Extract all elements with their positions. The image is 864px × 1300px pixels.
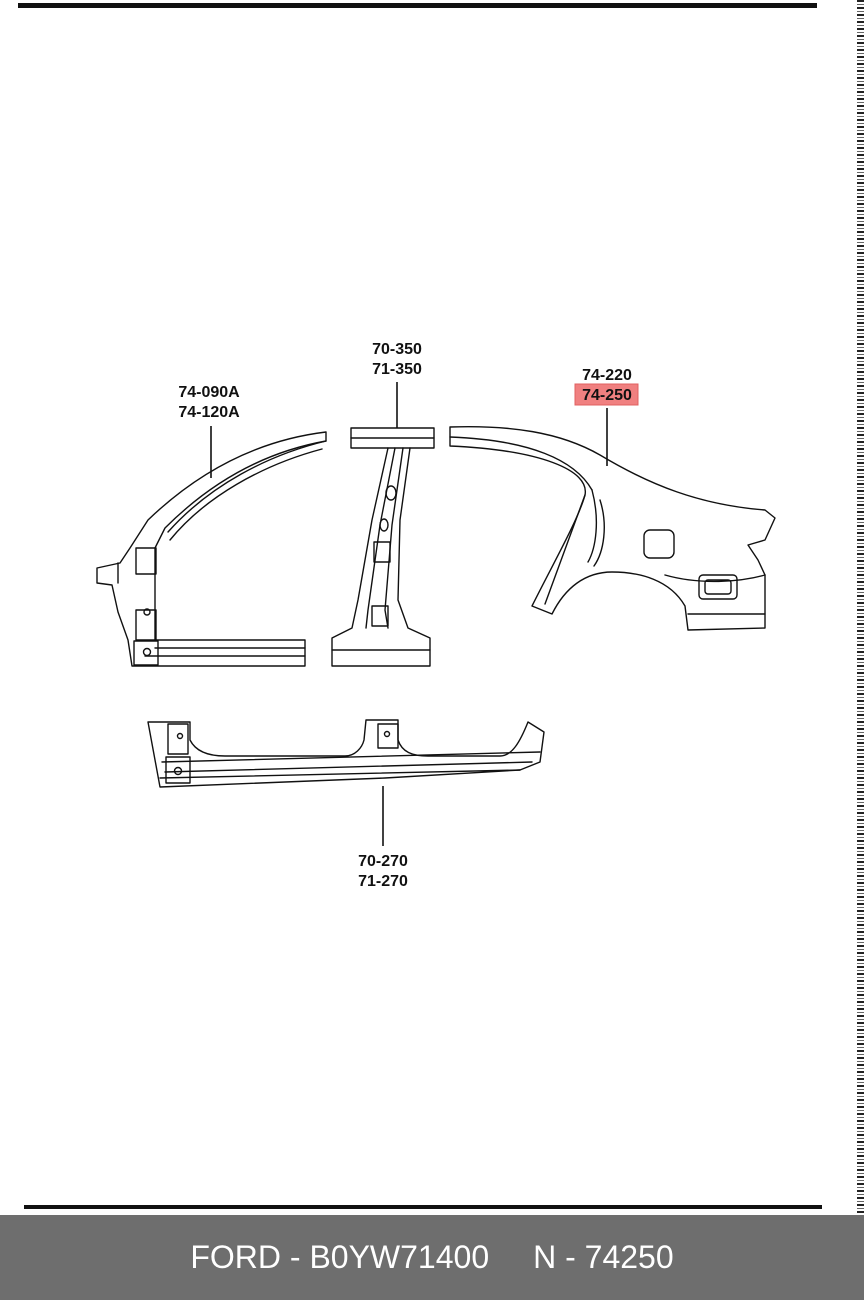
footer-bar: FORD - B0YW71400 N - 74250	[0, 1215, 864, 1300]
side-sill-part[interactable]	[147, 719, 545, 788]
footer-reference: N - 74250	[533, 1239, 674, 1275]
rear-panel-callout-1: 74-220	[582, 367, 632, 384]
rear-panel-callout-2-highlighted[interactable]: 74-250	[582, 387, 632, 404]
top-rule	[18, 3, 817, 8]
center-pillar-part[interactable]	[331, 427, 435, 667]
highlight-box	[574, 383, 639, 406]
bottom-rule	[24, 1205, 822, 1209]
front-pillar-part[interactable]	[96, 431, 327, 667]
center-pillar-callout-2: 71-350	[372, 361, 422, 378]
front-pillar-callout-1: 74-090A	[178, 384, 240, 401]
sill-callout-2: 71-270	[358, 873, 408, 890]
front-pillar-callout-2: 74-120A	[178, 404, 240, 421]
sill-callout-1: 70-270	[358, 853, 408, 870]
rear-quarter-panel-part[interactable]	[449, 426, 776, 631]
body-side-parts-diagram: 74-090A 74-120A 70-350 71-350 74-220 74-…	[96, 341, 776, 890]
footer-part-number: FORD - B0YW71400	[190, 1239, 490, 1275]
center-pillar-callout-1: 70-350	[372, 341, 422, 358]
scan-edge-strip	[857, 0, 864, 1215]
